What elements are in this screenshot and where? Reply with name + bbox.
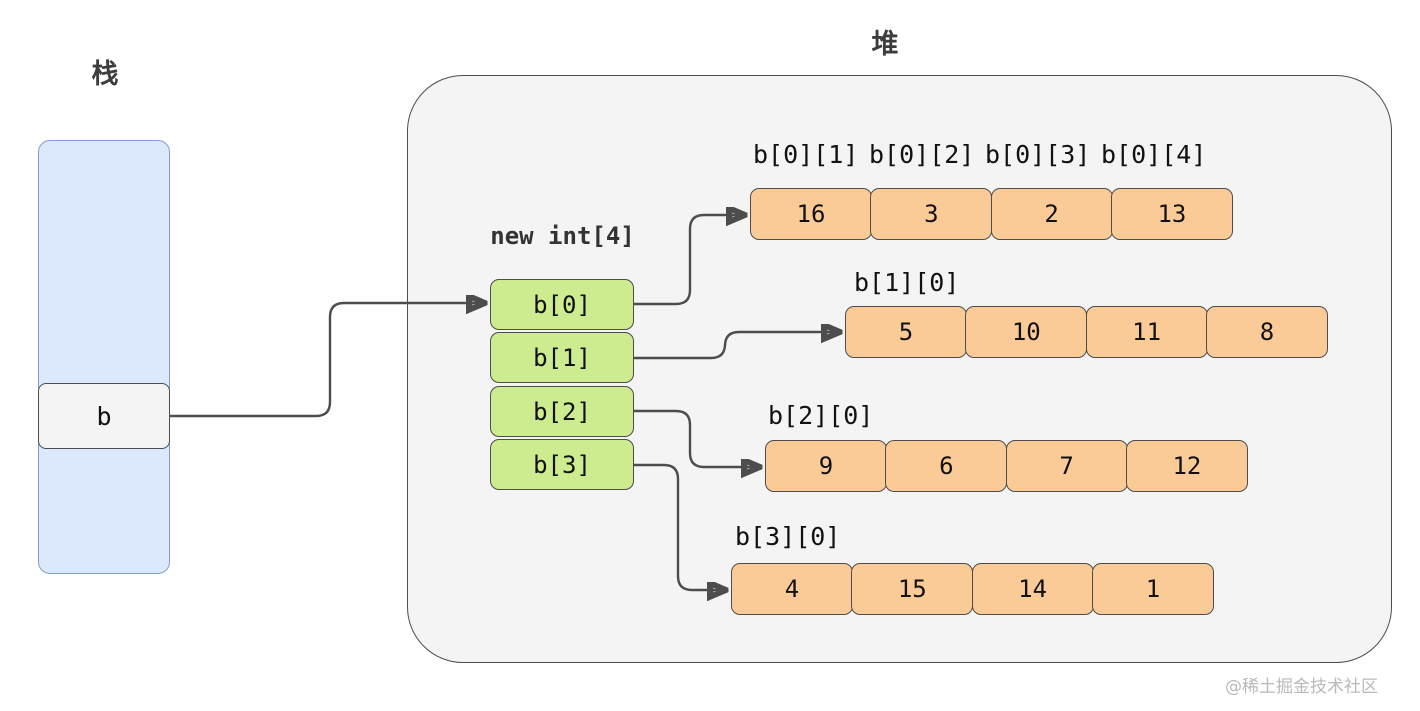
value-cell: 3 bbox=[870, 188, 993, 240]
value-row-b0: 16 3 2 13 bbox=[750, 188, 1233, 240]
value-cell: 16 bbox=[750, 188, 872, 240]
value-cell: 10 bbox=[965, 306, 1088, 358]
pointer-cell-b2: b[2] bbox=[490, 386, 634, 437]
value-cell: 15 bbox=[851, 563, 974, 615]
value-cell: 5 bbox=[845, 306, 967, 358]
index-label-b1-0: b[1][0] bbox=[854, 268, 960, 297]
value-cell: 14 bbox=[971, 563, 1094, 615]
index-label-b2-0: b[2][0] bbox=[768, 401, 874, 430]
value-cell: 7 bbox=[1005, 440, 1128, 492]
stack-variable-b: b bbox=[38, 383, 170, 449]
pointer-cell-b0: b[0] bbox=[490, 279, 634, 330]
value-cell: 8 bbox=[1205, 306, 1328, 358]
index-label-b0-1: b[0][1] bbox=[753, 140, 859, 169]
new-int-caption: new int[4] bbox=[490, 222, 635, 250]
value-cell: 2 bbox=[990, 188, 1113, 240]
value-cell: 13 bbox=[1110, 188, 1233, 240]
value-row-b1: 5 10 11 8 bbox=[845, 306, 1328, 358]
value-row-b3: 4 15 14 1 bbox=[731, 563, 1214, 615]
value-cell: 1 bbox=[1091, 563, 1214, 615]
pointer-cell-b3: b[3] bbox=[490, 439, 634, 490]
watermark: @稀土掘金技术社区 bbox=[1225, 677, 1378, 697]
index-label-b0-3: b[0][3] bbox=[985, 140, 1091, 169]
value-cell: 4 bbox=[731, 563, 853, 615]
index-label-b0-4: b[0][4] bbox=[1101, 140, 1207, 169]
value-cell: 6 bbox=[885, 440, 1008, 492]
stack-title: 栈 bbox=[91, 59, 119, 90]
index-label-b0-2: b[0][2] bbox=[869, 140, 975, 169]
value-row-b2: 9 6 7 12 bbox=[765, 440, 1248, 492]
index-label-b3-0: b[3][0] bbox=[735, 522, 841, 551]
heap-title: 堆 bbox=[871, 29, 899, 60]
value-cell: 11 bbox=[1085, 306, 1208, 358]
value-cell: 12 bbox=[1125, 440, 1248, 492]
value-cell: 9 bbox=[765, 440, 887, 492]
pointer-cell-b1: b[1] bbox=[490, 332, 634, 383]
stack-column bbox=[38, 140, 170, 574]
